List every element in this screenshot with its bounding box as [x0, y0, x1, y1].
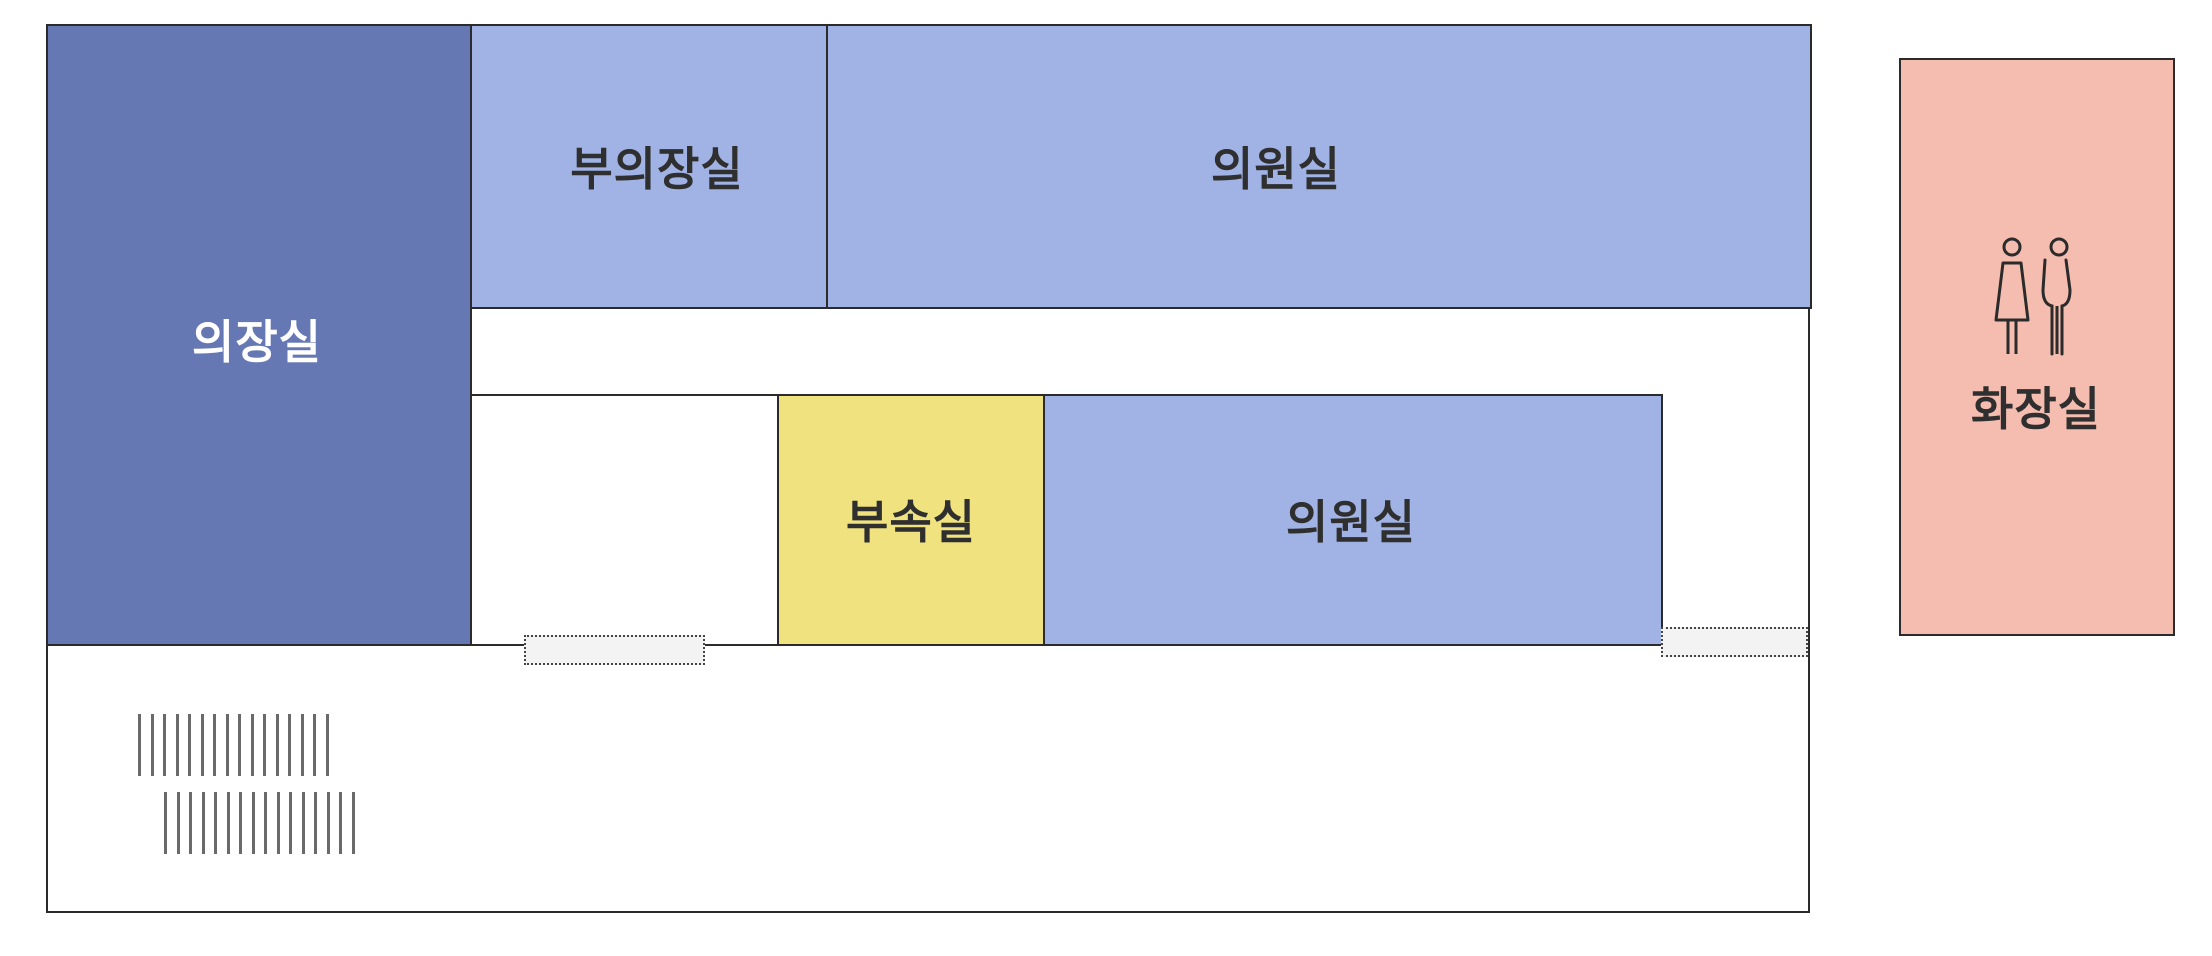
- stair-tick: [150, 714, 154, 776]
- stair-tick: [325, 714, 329, 776]
- stair-tick: [250, 714, 254, 776]
- stair-tick: [189, 792, 192, 854]
- room-annex-label: 부속실: [846, 495, 976, 549]
- room-restroom-label: 화장실: [1971, 382, 2101, 436]
- stair-tick: [275, 714, 279, 776]
- stair-tick: [263, 714, 266, 776]
- room-member-bottom-label: 의원실: [1286, 495, 1416, 549]
- stair-tick: [301, 792, 305, 854]
- room-member-top[interactable]: [826, 24, 1812, 309]
- stair-tick: [276, 792, 280, 854]
- room-annex[interactable]: [777, 394, 1046, 646]
- stair-tick: [264, 792, 267, 854]
- stair-tick: [289, 792, 292, 854]
- stair-tick: [239, 792, 242, 854]
- room-member-bottom[interactable]: [1043, 394, 1663, 646]
- women-men-restroom-icon: [1994, 237, 2072, 356]
- room-chair[interactable]: [46, 24, 472, 646]
- stair-tick: [238, 714, 241, 776]
- stair-tick: [214, 792, 217, 854]
- room-restroom[interactable]: [1899, 58, 2175, 636]
- room-vice-chair[interactable]: [470, 24, 829, 309]
- stair-tick: [200, 714, 204, 776]
- stairs-icon: [120, 700, 380, 860]
- door-corridor-right[interactable]: [1661, 627, 1808, 657]
- stair-tick: [175, 714, 179, 776]
- stair-tick: [176, 792, 180, 854]
- stair-tick: [188, 714, 191, 776]
- room-member-top-label: 의원실: [1211, 142, 1341, 196]
- stair-tick: [351, 792, 355, 854]
- stair-tick: [164, 792, 167, 854]
- stair-tick: [326, 792, 330, 854]
- stair-tick: [251, 792, 255, 854]
- room-inner-empty: [470, 394, 780, 646]
- room-chair-label: 의장실: [192, 315, 322, 369]
- stair-tick: [314, 792, 317, 854]
- stair-tick: [288, 714, 291, 776]
- stair-tick: [300, 714, 304, 776]
- stair-tick: [163, 714, 166, 776]
- stair-tick: [201, 792, 205, 854]
- room-vice-chair-label: 부의장실: [570, 142, 744, 196]
- stair-tick: [313, 714, 316, 776]
- stair-tick: [225, 714, 229, 776]
- stair-tick: [213, 714, 216, 776]
- door-inner-room[interactable]: [524, 635, 705, 665]
- stair-tick: [226, 792, 230, 854]
- stair-tick: [339, 792, 342, 854]
- stair-tick: [138, 714, 141, 776]
